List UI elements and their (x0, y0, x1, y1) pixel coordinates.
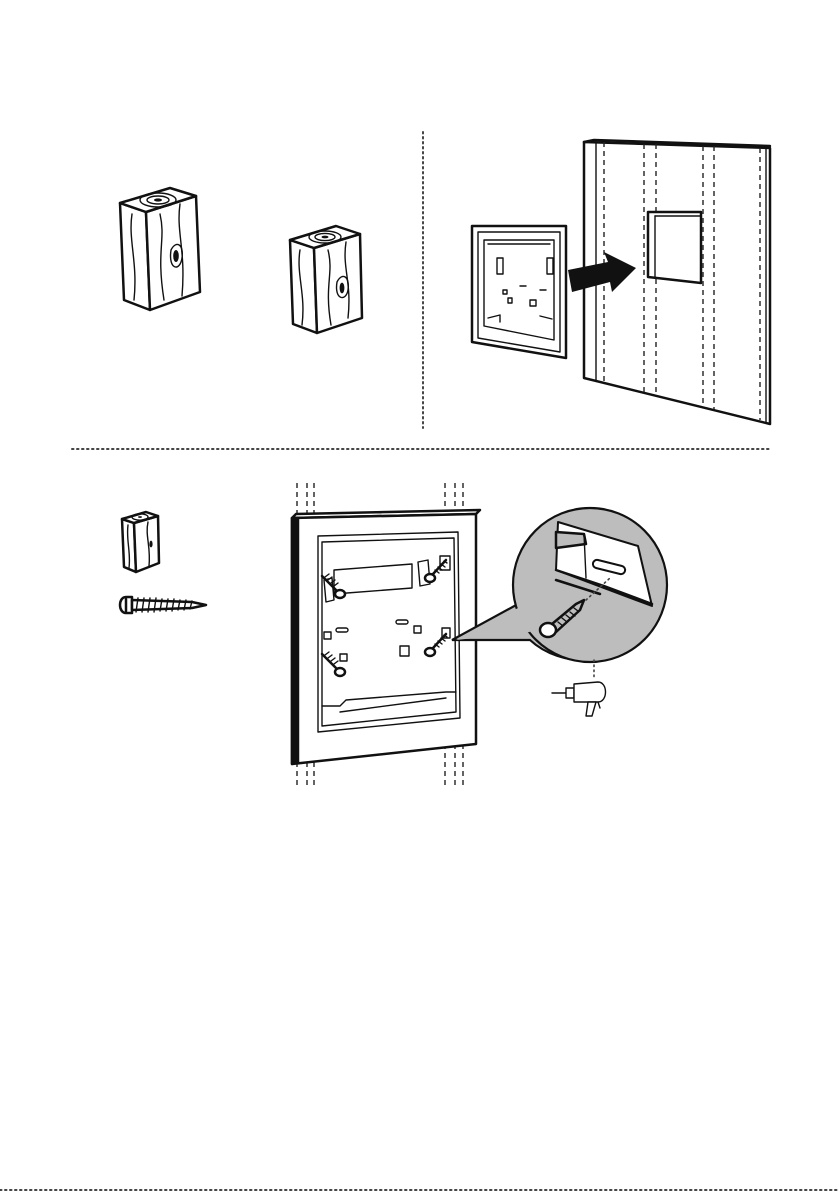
wall-box-icon (292, 510, 480, 764)
wood-block-icon (290, 226, 362, 333)
wood-block-icon (122, 512, 159, 572)
wall-box-small (472, 226, 566, 358)
drill-icon (552, 682, 606, 716)
magnifier-callout-icon (452, 508, 667, 662)
screw-icon (120, 597, 206, 613)
wall-box-large (292, 510, 480, 764)
drill (552, 682, 606, 716)
wood-block-icon (120, 188, 200, 310)
wall-box-icon (472, 226, 566, 358)
small-wood-block (122, 512, 159, 572)
wood-block-medium (290, 226, 362, 333)
screw (120, 597, 206, 613)
magnifier-callout (452, 508, 667, 662)
wood-block-large (120, 188, 200, 310)
